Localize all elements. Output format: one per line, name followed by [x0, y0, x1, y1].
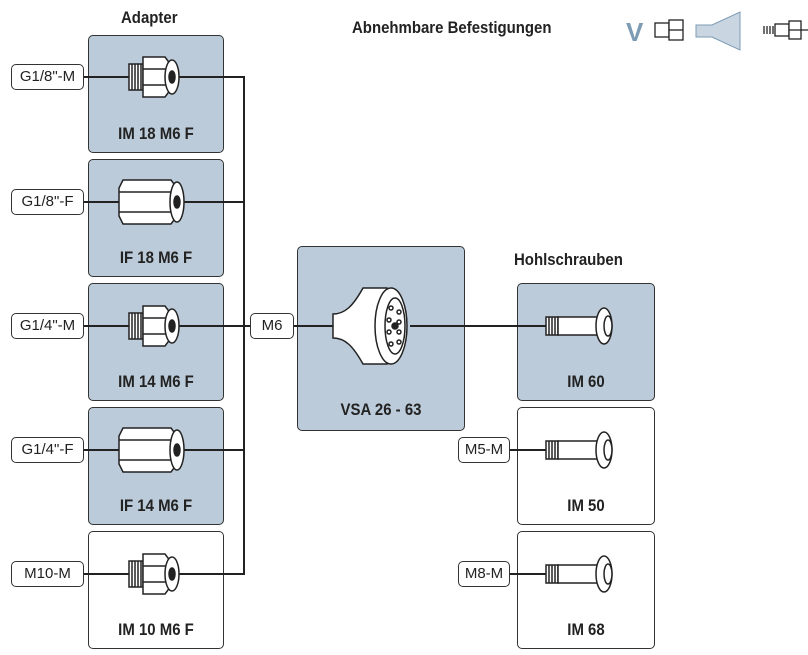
screw-symbol-icon: [763, 20, 808, 40]
adapter-heading: Adapter: [121, 8, 178, 27]
adapter-name: IM 18 M6 F: [118, 124, 194, 143]
female-adapter-icon: [118, 427, 185, 473]
male-adapter-icon: [128, 56, 180, 98]
male-adapter-icon: [128, 305, 180, 347]
thread-tag: G1/8"-F: [11, 189, 84, 215]
adapter-name: IM 10 M6 F: [118, 620, 194, 639]
adapter-card: IM 14 M6 F: [88, 283, 224, 401]
screw-name: IM 68: [567, 620, 605, 639]
hollow-screws-heading: Hohlschrauben: [514, 250, 623, 269]
hollow-screw-icon: [545, 431, 613, 469]
female-adapter-icon: [118, 179, 185, 225]
screw-card: IM 50: [517, 407, 655, 525]
adapter-name: IM 14 M6 F: [118, 372, 194, 391]
screw-thread-tag: M5-M: [458, 437, 510, 463]
thread-tag: G1/4"-M: [11, 313, 84, 339]
adapter-name: IF 14 M6 F: [119, 496, 193, 515]
hollow-screw-icon: [545, 307, 613, 345]
adapter-name: IF 18 M6 F: [119, 248, 193, 267]
screw-card: IM 68: [517, 531, 655, 649]
male-adapter-icon: [128, 553, 180, 595]
suction-cup-name: VSA 26 - 63: [340, 400, 422, 419]
screw-name: IM 60: [567, 372, 605, 391]
suction-cup-symbol-icon: [695, 11, 741, 51]
thread-tag: G1/8"-M: [11, 64, 84, 90]
legend-letter: V: [626, 17, 644, 47]
center-thread-tag: M6: [250, 313, 294, 339]
suction-cup-icon: [332, 287, 408, 365]
thread-tag: M10-M: [11, 561, 84, 587]
hollow-screw-icon: [545, 555, 613, 593]
adapter-symbol-icon: [654, 19, 684, 41]
screw-thread-tag: M8-M: [458, 561, 510, 587]
screw-name: IM 50: [567, 496, 605, 515]
fastenings-heading: Abnehmbare Befestigungen: [352, 18, 552, 37]
thread-tag: G1/4"-F: [11, 437, 84, 463]
screw-card: IM 60: [517, 283, 655, 401]
